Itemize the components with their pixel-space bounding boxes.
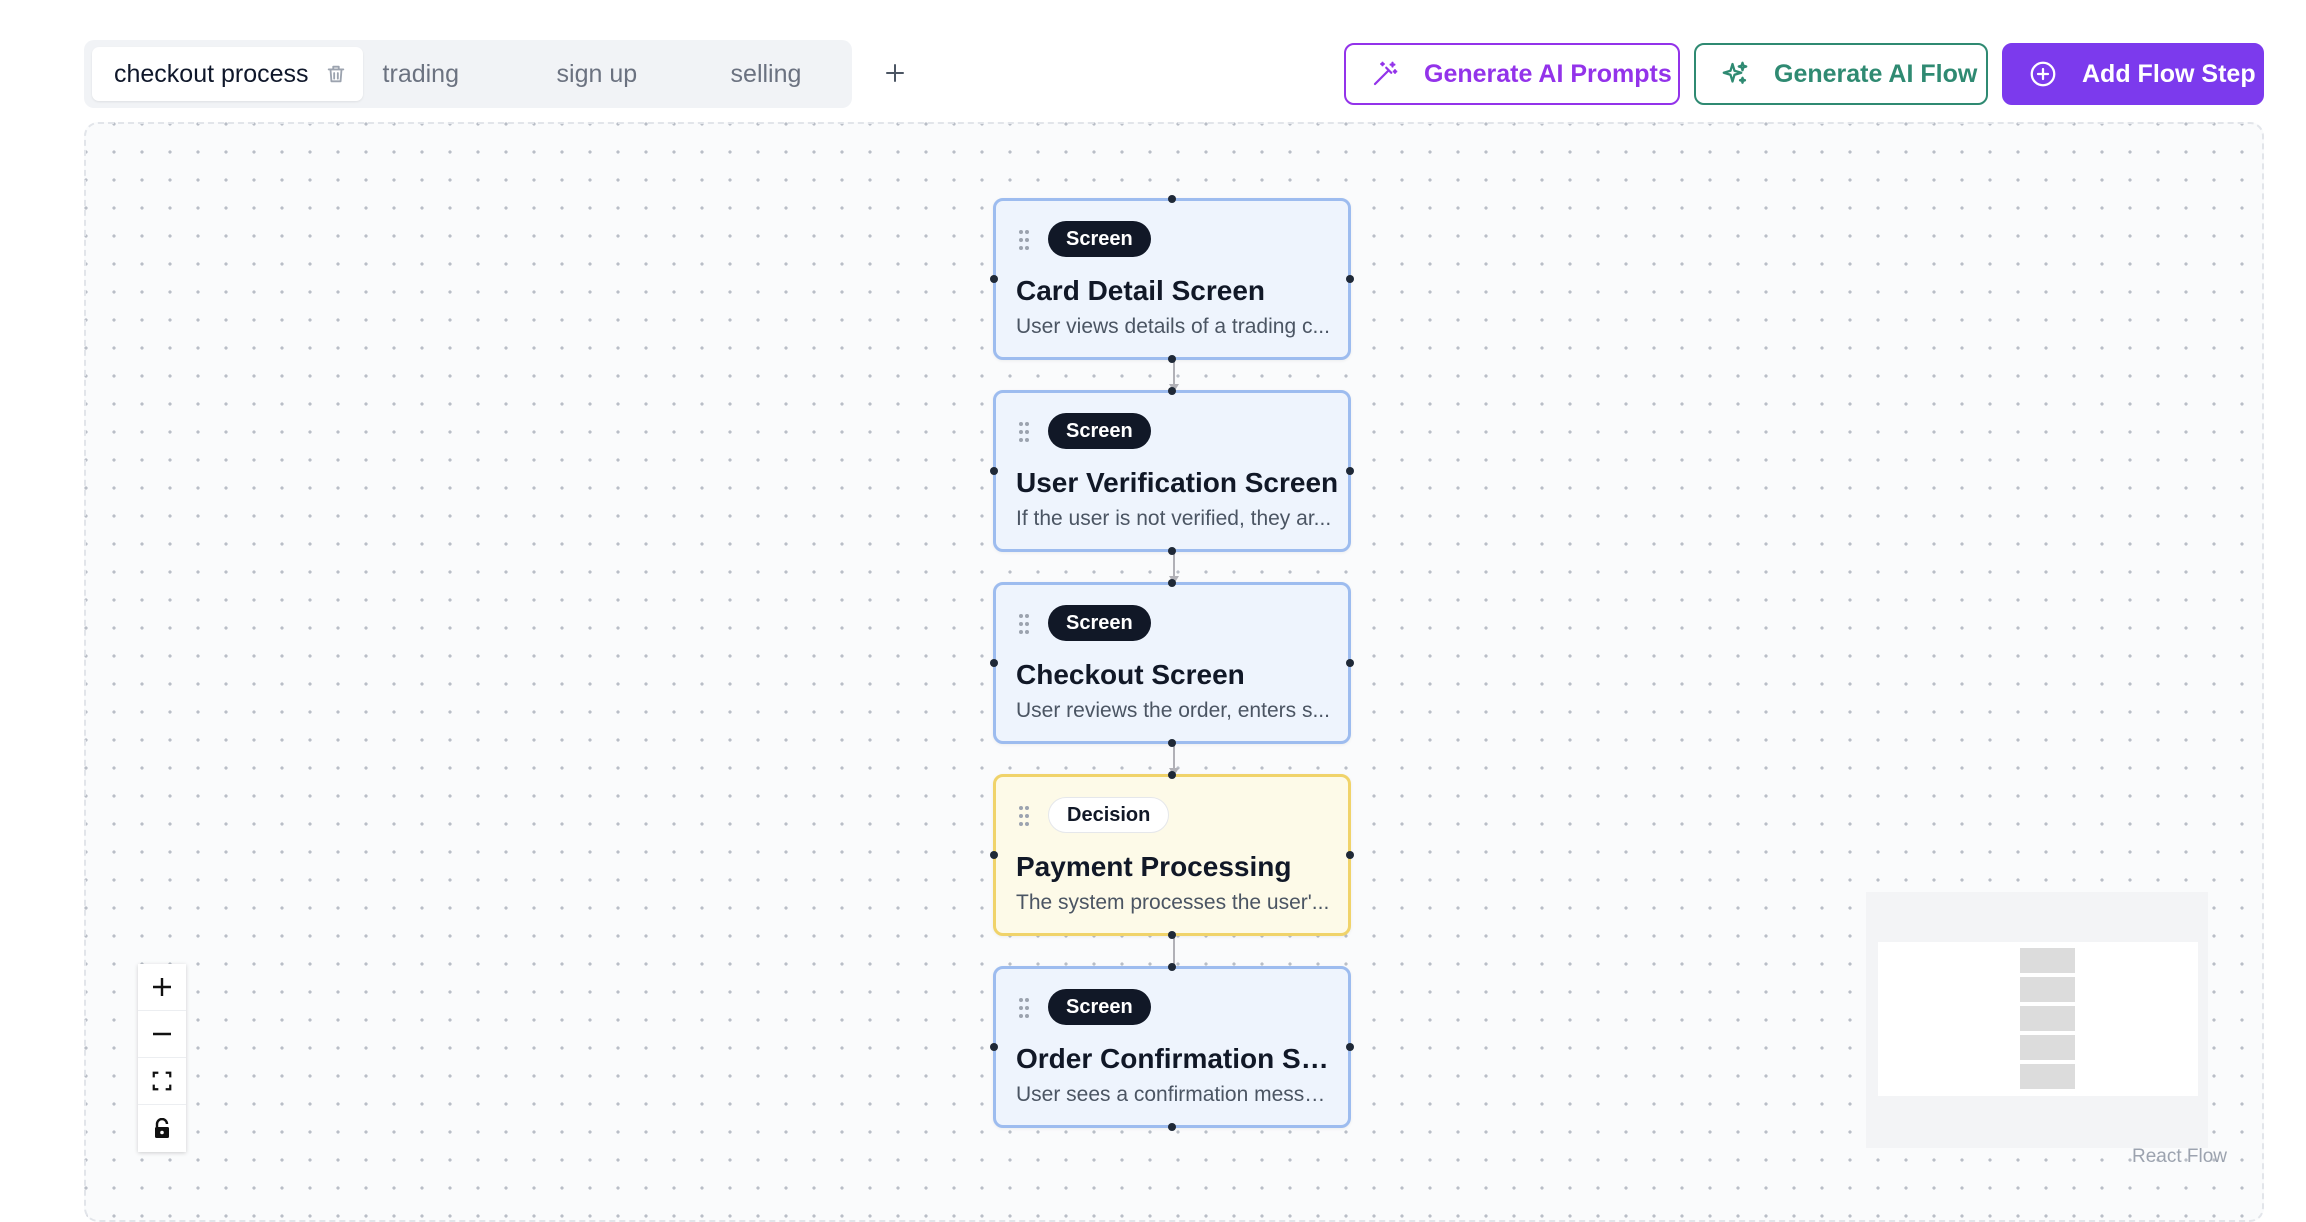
minimap-node bbox=[2020, 1035, 2075, 1060]
node-handle[interactable] bbox=[1168, 195, 1176, 203]
tab-label: trading bbox=[382, 59, 459, 88]
canvas-controls bbox=[138, 964, 186, 1152]
lock-button[interactable] bbox=[138, 1105, 186, 1152]
node-title: Payment Processing bbox=[1016, 851, 1292, 882]
tab-sign-up[interactable]: sign up bbox=[523, 47, 683, 101]
flow-node-payment-processing[interactable]: Decision Payment Processing The system p… bbox=[990, 771, 1354, 939]
node-handle[interactable] bbox=[1168, 771, 1176, 779]
node-handle[interactable] bbox=[1168, 931, 1176, 939]
node-handle[interactable] bbox=[1168, 355, 1176, 363]
node-type-badge: Screen bbox=[1048, 413, 1151, 449]
tab-label: checkout process bbox=[114, 59, 309, 88]
node-handle[interactable] bbox=[1346, 659, 1354, 667]
generate-ai-prompts-button[interactable]: Generate AI Prompts bbox=[1344, 43, 1680, 105]
flow-node-checkout[interactable]: Screen Checkout Screen User reviews the … bbox=[990, 579, 1354, 747]
add-flow-step-label: Add Flow Step bbox=[2082, 59, 2256, 88]
flow-node-card-detail[interactable]: Screen Card Detail Screen User views det… bbox=[990, 195, 1354, 363]
node-handle[interactable] bbox=[990, 851, 998, 859]
plus-circle-icon bbox=[2028, 59, 2058, 89]
node-handle[interactable] bbox=[1168, 739, 1176, 747]
react-flow-attribution-link[interactable]: React Flow bbox=[2132, 1146, 2228, 1167]
flow-node-user-verification[interactable]: Screen User Verification Screen If the u… bbox=[990, 387, 1354, 555]
node-type-badge: Screen bbox=[1048, 605, 1151, 641]
node-handle[interactable] bbox=[1346, 467, 1354, 475]
fit-view-button[interactable] bbox=[138, 1058, 186, 1105]
add-flow-step-button[interactable]: Add Flow Step bbox=[2002, 43, 2264, 105]
flow-node-order-confirmation[interactable]: Screen Order Confirmation Scr... User se… bbox=[990, 963, 1354, 1131]
tab-trading[interactable]: trading bbox=[363, 47, 523, 101]
sparkles-icon bbox=[1720, 59, 1750, 89]
node-handle[interactable] bbox=[1346, 1043, 1354, 1051]
node-handle[interactable] bbox=[990, 659, 998, 667]
minus-icon bbox=[153, 1032, 171, 1036]
node-handle[interactable] bbox=[990, 275, 998, 283]
flow-tabs: checkout process trading sign up selling bbox=[84, 40, 852, 108]
node-title: Checkout Screen bbox=[1016, 659, 1245, 690]
drag-handle-icon[interactable] bbox=[1018, 997, 1030, 1019]
node-handle[interactable] bbox=[1346, 275, 1354, 283]
drag-handle-icon[interactable] bbox=[1018, 613, 1030, 635]
plus-icon bbox=[886, 64, 904, 82]
minimap-viewport[interactable] bbox=[1878, 942, 2198, 1096]
add-tab-button[interactable] bbox=[876, 54, 914, 92]
minimap-node bbox=[2020, 977, 2075, 1002]
node-handle[interactable] bbox=[990, 467, 998, 475]
minimap-node bbox=[2020, 1006, 2075, 1031]
magic-wand-icon bbox=[1370, 59, 1400, 89]
node-type-badge: Decision bbox=[1048, 797, 1170, 833]
drag-handle-icon[interactable] bbox=[1018, 421, 1030, 443]
minimap[interactable] bbox=[1866, 892, 2208, 1148]
trash-icon[interactable] bbox=[325, 63, 347, 85]
node-description: The system processes the user'... bbox=[1016, 891, 1330, 914]
node-description: User sees a confirmation messa... bbox=[1016, 1083, 1332, 1106]
node-handle[interactable] bbox=[1346, 851, 1354, 859]
node-description: If the user is not verified, they ar... bbox=[1016, 507, 1332, 530]
minimap-node bbox=[2020, 948, 2075, 973]
node-handle[interactable] bbox=[1168, 387, 1176, 395]
node-handle[interactable] bbox=[1168, 547, 1176, 555]
node-handle[interactable] bbox=[1168, 579, 1176, 587]
fit-view-icon bbox=[152, 1071, 172, 1091]
node-handle[interactable] bbox=[1168, 963, 1176, 971]
node-type-badge: Screen bbox=[1048, 989, 1151, 1025]
drag-handle-icon[interactable] bbox=[1018, 229, 1030, 251]
node-handle[interactable] bbox=[990, 1043, 998, 1051]
lock-icon bbox=[155, 1117, 169, 1138]
generate-ai-flow-button[interactable]: Generate AI Flow bbox=[1694, 43, 1988, 105]
node-title: Order Confirmation Scr... bbox=[1016, 1043, 1340, 1074]
generate-ai-flow-label: Generate AI Flow bbox=[1774, 59, 1978, 88]
tab-label: selling bbox=[730, 59, 802, 88]
node-description: User views details of a trading c... bbox=[1016, 315, 1330, 338]
tab-checkout-process[interactable]: checkout process bbox=[92, 47, 363, 101]
generate-ai-prompts-label: Generate AI Prompts bbox=[1424, 59, 1672, 88]
node-title: User Verification Screen bbox=[1016, 467, 1339, 498]
zoom-out-button[interactable] bbox=[138, 1011, 186, 1058]
minimap-node bbox=[2020, 1064, 2075, 1089]
node-title: Card Detail Screen bbox=[1016, 275, 1265, 306]
drag-handle-icon[interactable] bbox=[1018, 805, 1030, 827]
plus-icon bbox=[153, 978, 171, 996]
node-type-badge: Screen bbox=[1048, 221, 1151, 257]
node-description: User reviews the order, enters s... bbox=[1016, 699, 1330, 722]
node-handle[interactable] bbox=[1168, 1123, 1176, 1131]
zoom-in-button[interactable] bbox=[138, 964, 186, 1011]
tab-label: sign up bbox=[556, 59, 638, 88]
tab-selling[interactable]: selling bbox=[683, 47, 822, 101]
